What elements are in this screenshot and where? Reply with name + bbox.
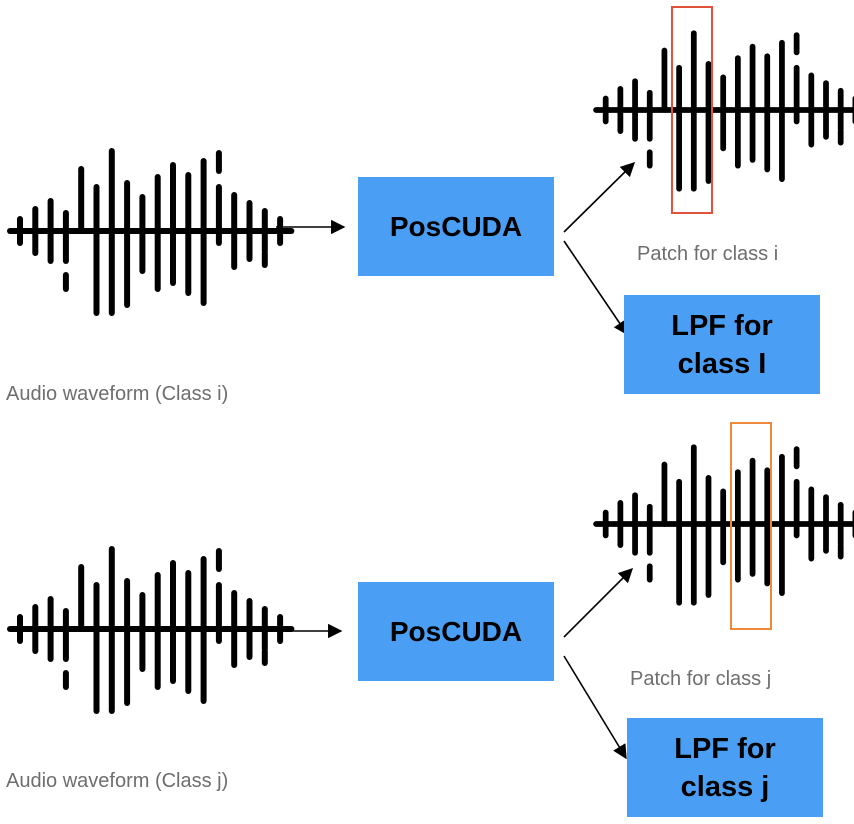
patch-highlight-class-j (730, 422, 772, 630)
arrow-icon-model-to-patch-j (563, 567, 634, 638)
input-caption-class-j: Audio waveform (Class j) (6, 770, 229, 792)
poscuda-box-class-i: PosCUDA (358, 177, 554, 276)
lpf-box-class-j: LPF for class j (627, 718, 823, 817)
lpf-label-line1: LPF for (674, 732, 776, 765)
patch-caption-class-j: Patch for class j (630, 668, 772, 690)
arrow-icon-model-to-patch-i (563, 161, 636, 233)
waveform-icon-patched-class-i (593, 30, 854, 192)
waveform-icon-input-class-i (7, 148, 295, 316)
lpf-box-class-i: LPF for class I (624, 295, 820, 394)
patch-highlight-class-i (671, 6, 713, 214)
poscuda-box-class-j: PosCUDA (358, 582, 554, 681)
input-caption-class-i: Audio waveform (Class i) (6, 383, 229, 405)
patch-caption-class-i: Patch for class i (637, 243, 779, 265)
poscuda-label: PosCUDA (389, 210, 523, 242)
lpf-label-line2: class I (677, 347, 767, 380)
waveform-icon-input-class-j (7, 546, 295, 714)
poscuda-label: PosCUDA (389, 615, 523, 647)
lpf-label-line2: class j (680, 770, 770, 803)
lpf-label-line1: LPF for (671, 309, 773, 342)
arrow-icon-model-to-lpf-j (563, 655, 627, 760)
arrow-icon-model-to-lpf-i (563, 240, 628, 336)
waveform-icon-patched-class-j (593, 444, 854, 606)
